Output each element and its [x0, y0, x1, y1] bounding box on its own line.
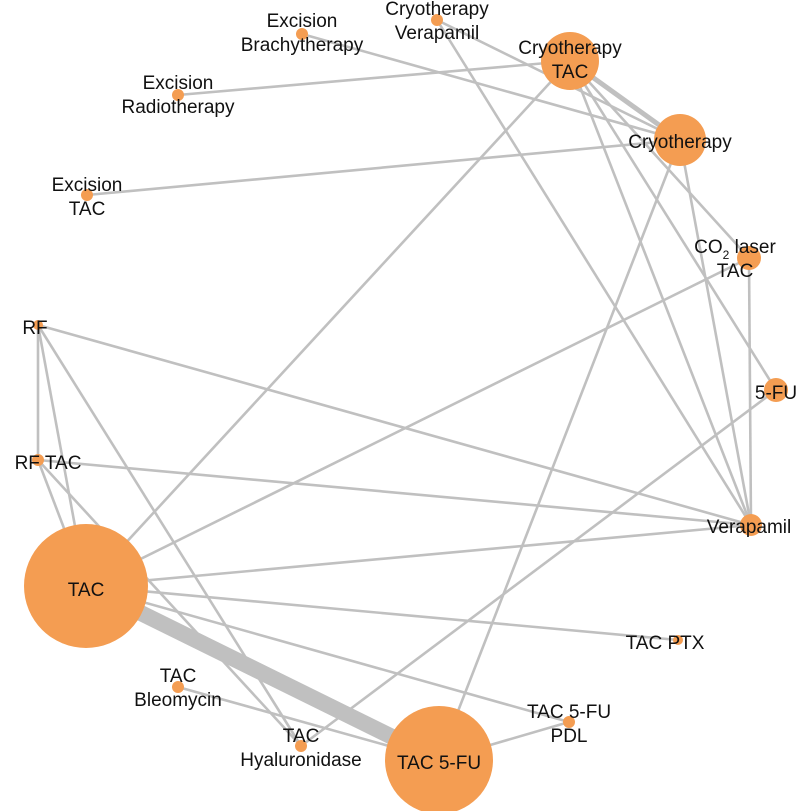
node-cryotherapy	[654, 114, 706, 166]
node-label-co2-tac-0: CO2 laser	[694, 237, 776, 262]
node-label-tac-5fu-pdl-1: PDL	[551, 726, 588, 747]
node-label-verapamil-0: Verapamil	[707, 517, 792, 538]
node-label-cryo-tac-1: TAC	[552, 62, 589, 83]
edge-verapamil-tac	[85, 523, 752, 588]
node-label-cryo-tac-0: Cryotherapy	[518, 38, 622, 59]
node-excision-tac	[81, 189, 93, 201]
edge-fu5-tac-hyal	[300, 388, 777, 748]
node-rf	[33, 320, 43, 330]
edge-cryo-tac-verapamil	[568, 60, 753, 526]
node-excision-brachy	[296, 28, 308, 40]
edge-cryo-tac-tac	[85, 60, 571, 587]
node-label-cryotherapy-0: Cryotherapy	[628, 132, 732, 153]
node-label-co2-tac-1: TAC	[717, 261, 754, 282]
node-label-rf-tac-0: RF TAC	[15, 453, 82, 474]
edge-excision-brachy-cryotherapy	[301, 32, 681, 142]
node-tac-ptx	[673, 635, 683, 645]
nodes-layer	[24, 14, 788, 811]
node-fu5	[764, 378, 788, 402]
node-label-tac-5fu-0: TAC 5-FU	[397, 753, 481, 774]
node-label-cryo-verapamil-0: Cryotherapy	[385, 0, 489, 20]
node-tac-hyal	[295, 740, 307, 752]
node-tac-5fu-pdl	[563, 716, 575, 728]
edge-rf-verapamil	[37, 323, 752, 527]
node-co2-tac	[737, 246, 761, 270]
labels-layer: ExcisionBrachytherapyCryotherapyVerapami…	[15, 0, 798, 774]
edge-excision-tac-cryotherapy	[86, 138, 681, 197]
node-label-tac-bleo-1: Bleomycin	[134, 690, 222, 711]
edge-tac-tac-5fu-pdl	[85, 584, 570, 724]
edge-cryotherapy-verapamil	[678, 139, 753, 526]
edge-rf-tac-tac-hyal	[37, 459, 302, 747]
node-tac	[24, 524, 148, 648]
edge-tac-tac-5fu	[82, 578, 443, 768]
node-label-tac-hyal-1: Hyaluronidase	[240, 750, 361, 771]
node-label-excision-brachy-0: Excision	[267, 11, 338, 32]
node-label-tac-hyal-0: TAC	[283, 726, 320, 747]
node-rf-tac	[32, 454, 44, 466]
edge-cryo-tac-co2-tac	[569, 60, 750, 259]
node-tac-bleo	[172, 681, 184, 693]
edge-cryotherapy-tac-5fu	[437, 139, 682, 761]
node-label-cryo-verapamil-1: Verapamil	[395, 23, 480, 44]
edge-co2-tac-tac	[85, 256, 750, 588]
node-label-tac-5fu-pdl-0: TAC 5-FU	[527, 702, 611, 723]
node-label-tac-ptx-0: TAC PTX	[626, 633, 705, 654]
node-tac-5fu	[385, 706, 493, 811]
node-label-excision-radio-1: Radiotherapy	[121, 97, 235, 118]
node-label-tac-0: TAC	[68, 580, 105, 601]
node-label-excision-radio-0: Excision	[143, 73, 214, 94]
node-label-rf-0: RF	[22, 318, 47, 339]
node-cryo-verapamil	[431, 14, 443, 26]
node-label-tac-bleo-0: TAC	[160, 666, 197, 687]
node-label-excision-tac-0: Excision	[52, 175, 123, 196]
edge-excision-radio-cryo-tac	[177, 59, 571, 97]
edge-cryo-tac-fu5	[568, 60, 778, 391]
node-label-fu5-0: 5-FU	[755, 383, 797, 404]
edge-cryo-verapamil-verapamil	[435, 19, 753, 526]
node-verapamil	[740, 514, 762, 536]
node-label-excision-tac-1: TAC	[69, 199, 106, 220]
node-label-excision-brachy-1: Brachytherapy	[241, 35, 364, 56]
node-cryo-tac	[541, 32, 599, 90]
edge-rf-tac-verapamil	[37, 458, 752, 527]
node-excision-radio	[172, 89, 184, 101]
edge-co2-tac-verapamil	[747, 257, 753, 526]
edge-tac-tac-ptx	[85, 584, 679, 642]
